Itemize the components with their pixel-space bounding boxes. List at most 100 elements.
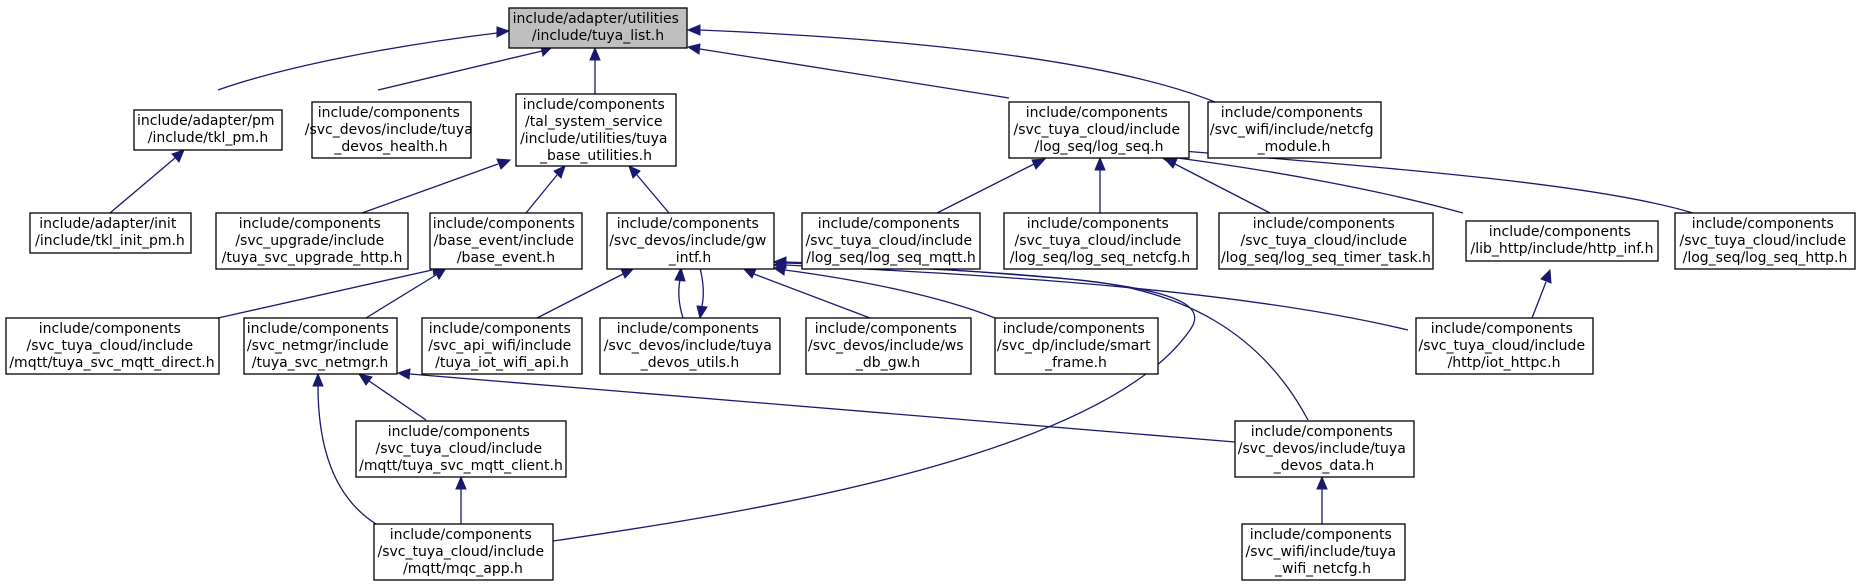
edge-mqtt-client-to-netmgr (357, 373, 427, 421)
svg-text:include/components /sv: include/components /svc_devos/include/gw… (609, 216, 771, 266)
svg-text:include/components /ba: include/components /base_event/include /… (433, 216, 579, 266)
edge-ws-db-gw-to-gw-intf (741, 267, 871, 319)
node-label-line: include/components (1253, 216, 1395, 232)
node-ws-db-gw[interactable]: include/components /svc_devos/include/ws… (805, 317, 972, 375)
edge-netcfg-module-to-tuya-list (686, 24, 1216, 103)
node-label-line: /log_seq/log_seq.h (1034, 139, 1163, 155)
svg-text:include/components /sv: include/components /svc_tuya_cloud/inclu… (1013, 105, 1184, 155)
node-mqtt-client[interactable]: include/components /svc_tuya_cloud/inclu… (355, 420, 567, 478)
node-label-line: /log_seq/log_seq_mqtt.h (806, 250, 976, 266)
node-label-line: include/adapter/init (39, 216, 177, 232)
node-label-line: /svc_dp/include/smart (997, 338, 1151, 354)
node-label-line: /tal_system_service (525, 114, 662, 130)
edge-log-seq-netcfg-to-log-seq (1094, 156, 1106, 213)
node-label-line: /svc_tuya_cloud/include (26, 338, 193, 354)
edge-devos-health-to-tuya-list (377, 45, 554, 91)
node-label-line: /svc_tuya_cloud/include (375, 441, 542, 457)
svg-text:include/components /ta: include/components /tal_system_service /… (520, 97, 672, 164)
node-wifi-netcfg[interactable]: include/components /svc_wifi/include/tuy… (1241, 523, 1406, 581)
edge-wifi-netcfg-to-devos-data (1316, 475, 1328, 524)
node-label-line: /svc_wifi/include/netcfg (1210, 122, 1374, 138)
node-log-seq-mqtt[interactable]: include/components /svc_tuya_cloud/inclu… (801, 212, 981, 270)
svg-text:include/components /sv: include/components /svc_tuya_cloud/inclu… (1010, 216, 1191, 266)
node-log-seq-netcfg[interactable]: include/components /svc_tuya_cloud/inclu… (1003, 212, 1198, 270)
node-label-line: /mqtt/mqc_app.h (403, 561, 523, 577)
node-base-utilities[interactable]: include/components /tal_system_service /… (515, 93, 677, 167)
node-label-line: include/components (239, 216, 381, 232)
node-devos-utils[interactable]: include/components /svc_devos/include/tu… (599, 317, 781, 375)
node-tkl-init-pm[interactable]: include/adapter/init /include/tkl_init_p… (29, 212, 192, 254)
node-label-line: include/components (1251, 424, 1393, 440)
edge-iot-wifi-api-to-gw-intf (536, 267, 636, 319)
node-label-line: /log_seq/log_seq_timer_task.h (1221, 250, 1431, 266)
node-label-line: include/components (1221, 105, 1363, 121)
edge-log-seq-mqtt-to-log-seq (936, 158, 1047, 214)
node-netcfg-module[interactable]: include/components /svc_wifi/include/net… (1207, 101, 1382, 159)
svg-text:include/components /sv: include/components /svc_upgrade/include … (222, 216, 403, 266)
svg-text:include/components /sv: include/components /svc_devos/include/tu… (305, 105, 477, 155)
edge-devos-utils-to-gw-intf (674, 266, 686, 319)
node-label-line: /svc_api_wifi/include (428, 338, 571, 354)
node-label-line: /lib_http/include/http_inf.h (1470, 241, 1653, 257)
node-log-seq-http[interactable]: include/components /svc_tuya_cloud/inclu… (1674, 212, 1856, 270)
node-label-line: _devos_data.h (1273, 458, 1375, 474)
node-devos-health[interactable]: include/components /svc_devos/include/tu… (305, 101, 477, 159)
edge-mqc-app-to-gw-intf (552, 257, 1196, 542)
node-log-seq[interactable]: include/components /svc_tuya_cloud/inclu… (1008, 101, 1190, 159)
svg-text:include/components /sv: include/components /svc_tuya_cloud/inclu… (1679, 216, 1850, 266)
svg-text:include/components /sv: include/components /svc_tuya_cloud/inclu… (377, 527, 548, 577)
edge-log-seq-timer-to-log-seq (1162, 157, 1271, 214)
node-label-line: /include/tkl_pm.h (148, 130, 269, 146)
node-label-line: include/components (1026, 105, 1168, 121)
node-label-line: include/components (617, 216, 759, 232)
edge-log-seq-to-tuya-list (686, 43, 1010, 99)
edge-gw-intf-to-devos-utils (696, 267, 708, 320)
node-label-line: /svc_tuya_cloud/include (1014, 233, 1181, 249)
node-devos-data[interactable]: include/components /svc_devos/include/tu… (1234, 420, 1415, 478)
edge-base-event-to-base-utilities (525, 165, 566, 214)
svg-text:include/components /li: include/components /lib_http/include/htt… (1470, 224, 1653, 257)
node-http-inf[interactable]: include/components /lib_http/include/htt… (1465, 220, 1659, 262)
edge-mqc-app-to-netmgr (312, 372, 377, 525)
node-label-line: /base_event.h (457, 250, 555, 266)
node-log-seq-timer-task[interactable]: include/components /svc_tuya_cloud/inclu… (1218, 212, 1434, 270)
node-smart-frame[interactable]: include/components /svc_dp/include/smart… (994, 317, 1159, 375)
node-label-line: _db_gw.h (855, 355, 920, 371)
node-label-line: /base_event/include (434, 233, 574, 249)
node-label-line: /log_seq/log_seq_netcfg.h (1010, 250, 1191, 266)
node-label-line: /log_seq/log_seq_http.h (1683, 250, 1848, 266)
node-mqc-app[interactable]: include/components /svc_tuya_cloud/inclu… (373, 523, 554, 581)
svg-text:include/components /sv: include/components /svc_wifi/include/net… (1210, 105, 1378, 155)
edge-upgrade-http-to-base-utilities (361, 158, 512, 214)
node-iot-httpc[interactable]: include/components /svc_tuya_cloud/inclu… (1415, 317, 1594, 375)
node-tuya-list[interactable]: include/adapter/utilities /include/tuya_… (508, 7, 688, 49)
edge-iot-httpc-to-http-inf (1531, 268, 1552, 319)
node-label-line: include/components (617, 321, 759, 337)
edge-gw-intf-to-base-utilities (628, 165, 670, 214)
node-label-line: /tuya_iot_wifi_api.h (435, 355, 569, 371)
node-label-line: include/components (318, 105, 460, 121)
node-upgrade-http[interactable]: include/components /svc_upgrade/include … (215, 212, 409, 270)
node-mqtt-direct[interactable]: include/components /svc_tuya_cloud/inclu… (5, 317, 220, 375)
edge-base-utilities-to-tuya-list (589, 46, 601, 94)
node-label-line: _devos_utils.h (640, 355, 739, 371)
node-gw-intf[interactable]: include/components /svc_devos/include/gw… (606, 212, 775, 270)
node-label-line: include/components (1489, 224, 1631, 240)
edge-tkl-init-pm-to-tkl-pm (109, 149, 185, 214)
node-label-line: include/components (1027, 216, 1169, 232)
node-label-line: /svc_tuya_cloud/include (1013, 122, 1180, 138)
node-label-line: include/components (815, 321, 957, 337)
node-label-line: /svc_devos/include/tuya (604, 338, 772, 354)
svg-text:include/adapter/utilities: include/adapter/utilities /include/tuya_… (513, 11, 684, 44)
node-label-line: /mqtt/tuya_svc_mqtt_direct.h (9, 355, 214, 371)
node-svc-netmgr[interactable]: include/components /svc_netmgr/include /… (243, 317, 398, 375)
node-base-event[interactable]: include/components /base_event/include /… (429, 212, 583, 270)
node-tkl-pm[interactable]: include/adapter/pm /include/tkl_pm.h (133, 109, 283, 151)
node-label-line: _frame.h (1044, 355, 1107, 371)
node-iot-wifi-api[interactable]: include/components /svc_api_wifi/include… (421, 317, 583, 375)
edge-devos-data-to-netmgr (396, 368, 1236, 443)
svg-text:include/adapter/init /: include/adapter/init /include/tkl_init_p… (35, 216, 185, 249)
node-label-line: /tuya_svc_upgrade_http.h (222, 250, 403, 266)
node-label-line: /include/utilities/tuya (520, 131, 667, 147)
node-label-line: /svc_wifi/include/tuya (1246, 544, 1397, 560)
